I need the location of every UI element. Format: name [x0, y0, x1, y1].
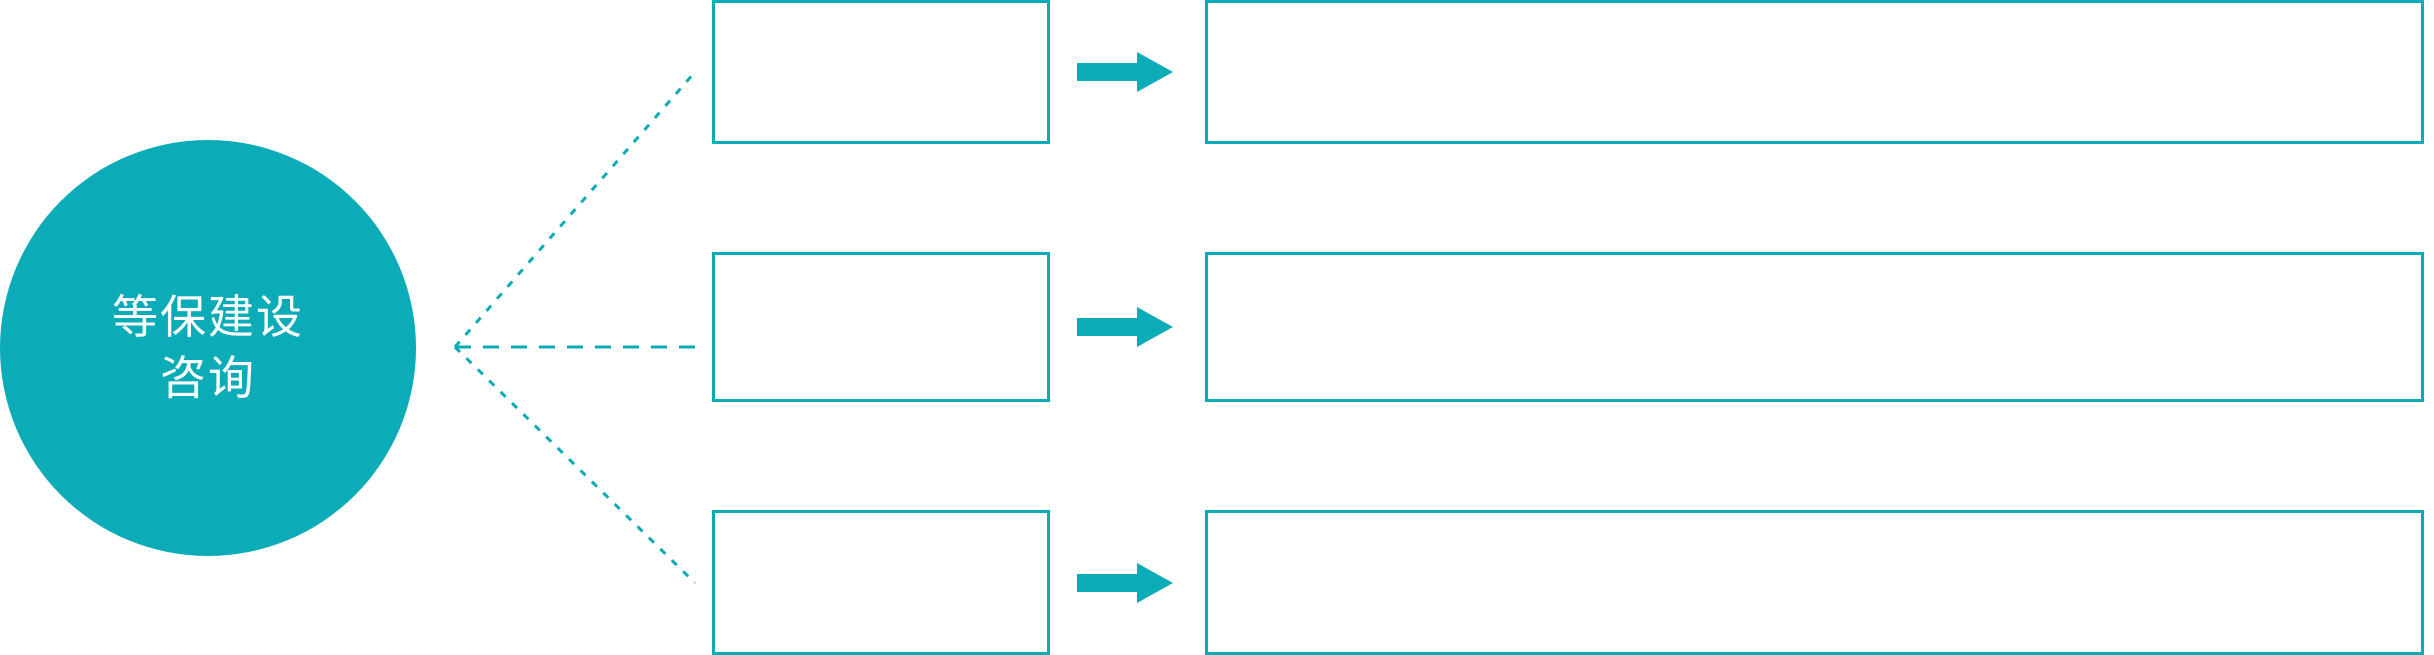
- stage-box-3[interactable]: [712, 510, 1050, 655]
- diagram-row: [0, 0, 2434, 144]
- detail-box-2[interactable]: [1205, 252, 2424, 402]
- arrow-right-icon: [1077, 307, 1173, 347]
- hub-node[interactable]: 等保建设 咨询: [0, 140, 416, 556]
- detail-box-3[interactable]: [1205, 510, 2424, 655]
- hub-label-line-2: 咨询: [160, 352, 256, 404]
- diagram-row: [0, 252, 2434, 402]
- detail-box-1[interactable]: [1205, 0, 2424, 144]
- diagram-row: [0, 510, 2434, 655]
- arrow-right-icon: [1077, 52, 1173, 92]
- arrow-right-icon: [1077, 562, 1173, 603]
- hub-label-line-1: 等保建设: [112, 291, 304, 344]
- stage-box-1[interactable]: [712, 0, 1050, 144]
- stage-box-2[interactable]: [712, 252, 1050, 402]
